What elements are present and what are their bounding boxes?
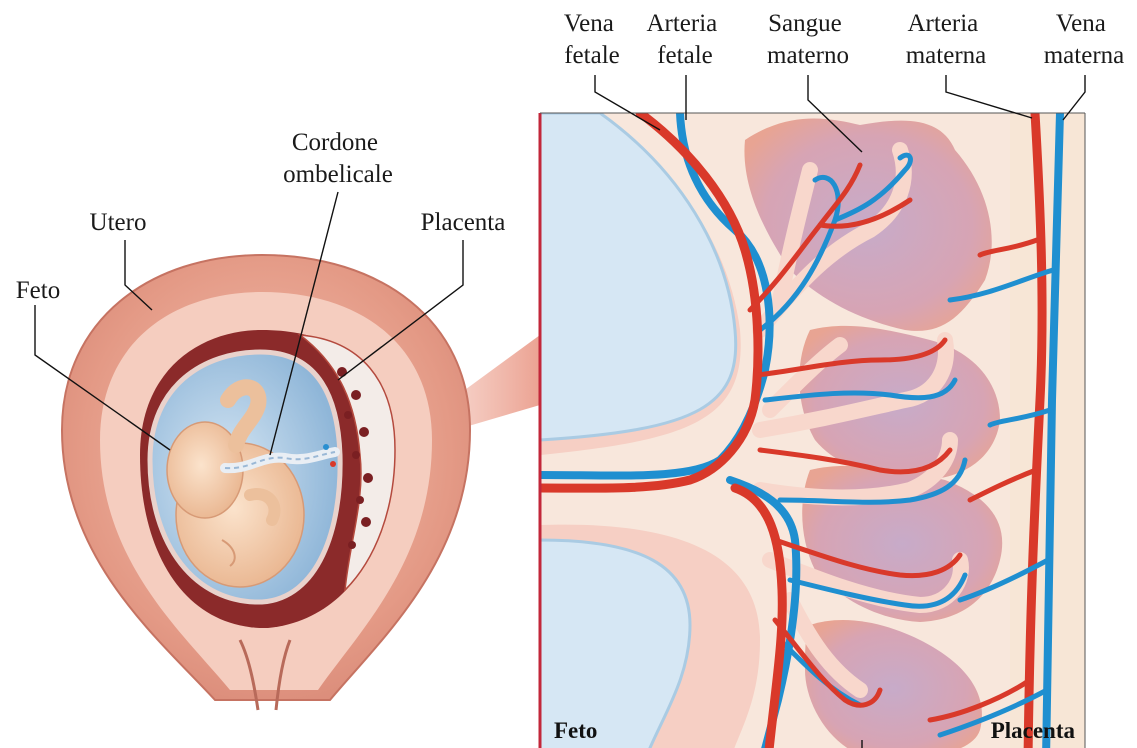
label-vena-fetale: Vena fetale	[564, 10, 620, 69]
placenta-detail-panel	[540, 113, 1085, 748]
label-placenta: Placenta	[421, 209, 506, 236]
label-vena-materna: Vena materna	[1044, 10, 1125, 69]
panel-label-placenta: Placenta	[991, 718, 1076, 743]
label-arteria-materna: Arteria materna	[906, 10, 987, 69]
label-feto: Feto	[16, 277, 60, 304]
label-sangue-materno: Sangue materno	[767, 10, 849, 69]
label-utero: Utero	[90, 209, 147, 236]
label-arteria-fetale: Arteria fetale	[646, 10, 723, 69]
panel-label-feto: Feto	[554, 718, 597, 743]
label-cordone-ombelicale: Cordone ombelicale	[283, 129, 393, 188]
uterus-illustration	[62, 255, 540, 710]
